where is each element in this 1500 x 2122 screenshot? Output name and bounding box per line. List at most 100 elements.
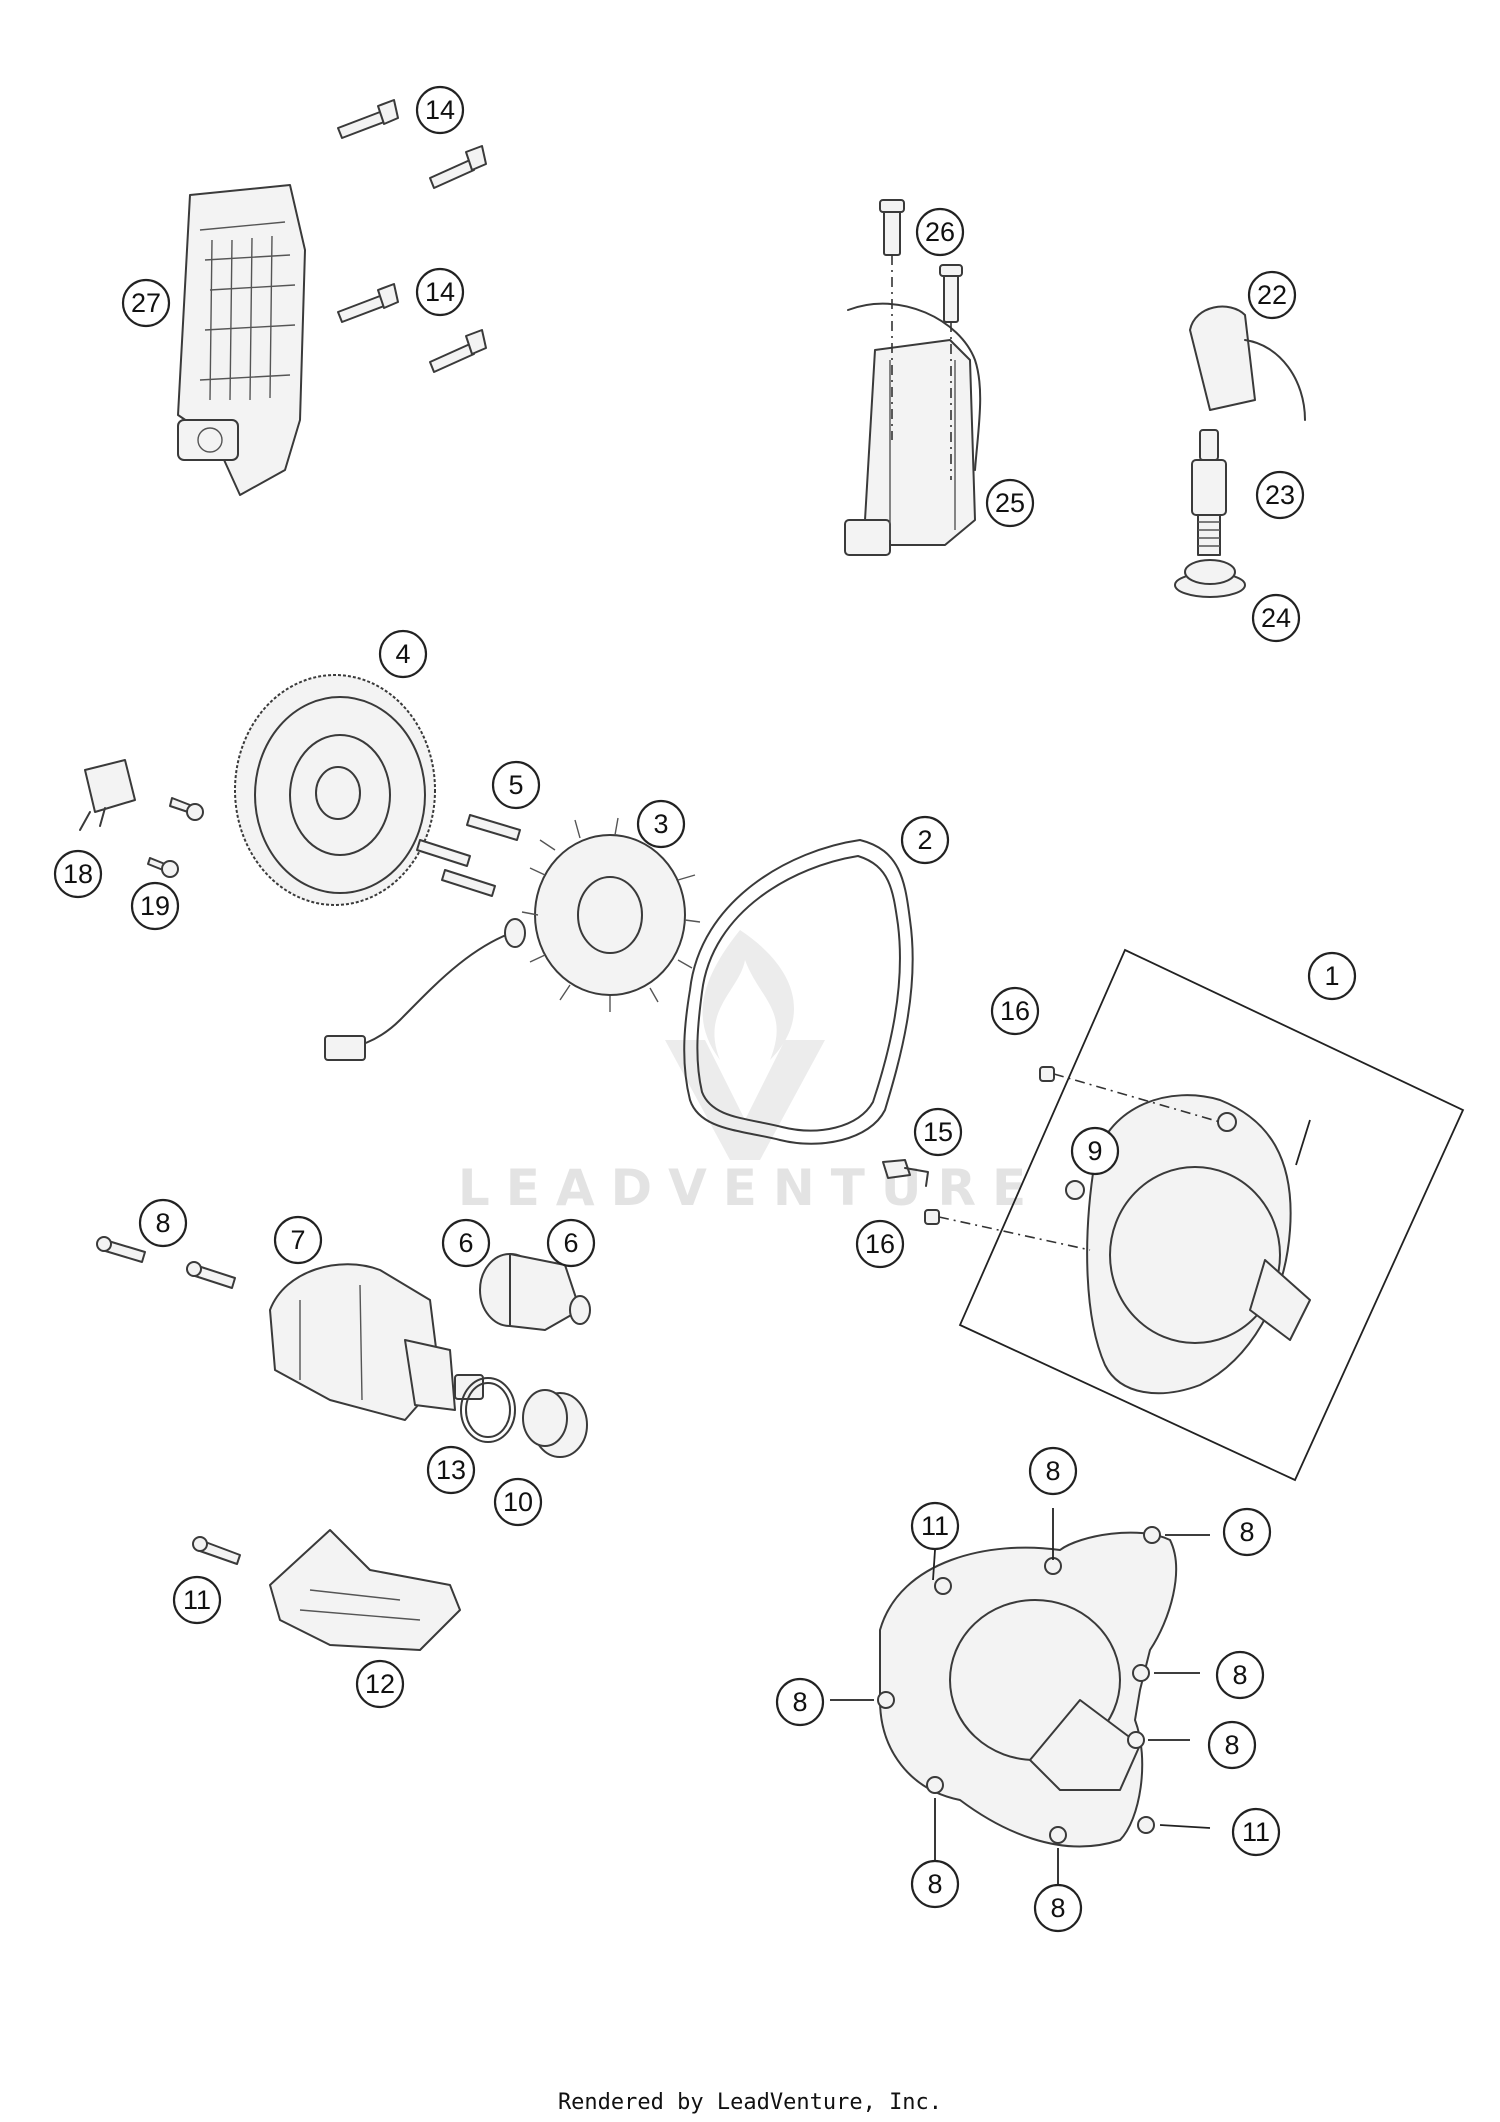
callout-8: 8 — [1222, 1507, 1272, 1557]
part-5-stator-bolts — [416, 814, 521, 897]
callout-9: 9 — [1070, 1126, 1120, 1176]
part-11-bolt — [192, 1536, 241, 1565]
svg-text:1: 1 — [1324, 961, 1339, 991]
part-9-plug — [1065, 1180, 1085, 1200]
svg-text:5: 5 — [508, 770, 523, 800]
svg-text:23: 23 — [1265, 480, 1295, 510]
callout-8: 8 — [1215, 1650, 1265, 1700]
bolt — [429, 329, 487, 373]
part-2-gasket — [683, 839, 914, 1145]
callout-8: 8 — [1207, 1720, 1257, 1770]
part-7-starter-motor — [269, 1263, 484, 1421]
engine-cover — [877, 1526, 1178, 1848]
callout-10: 10 — [493, 1477, 543, 1527]
svg-text:11: 11 — [1242, 1817, 1270, 1847]
part-3-stator — [324, 817, 701, 1061]
callout-8: 8 — [1028, 1446, 1078, 1496]
part-15-clip — [882, 1159, 929, 1187]
part-1-cover-assembly — [958, 948, 1465, 1482]
callout-18: 18 — [53, 849, 103, 899]
callout-11: 11 — [910, 1501, 960, 1551]
watermark-v-logo — [665, 1040, 825, 1160]
svg-text:8: 8 — [1232, 1660, 1247, 1690]
callout-24: 24 — [1251, 593, 1301, 643]
part-12-guard — [269, 1529, 461, 1651]
callout-19: 19 — [130, 881, 180, 931]
callout-26: 26 — [915, 207, 965, 257]
callout-14: 14 — [415, 267, 465, 317]
svg-text:26: 26 — [925, 217, 955, 247]
svg-text:14: 14 — [425, 95, 455, 125]
svg-text:18: 18 — [63, 859, 93, 889]
svg-text:2: 2 — [917, 825, 932, 855]
bolt — [337, 283, 399, 323]
part-6-starter-drive — [479, 1253, 591, 1331]
callout-14: 14 — [415, 85, 465, 135]
callout-22: 22 — [1247, 270, 1297, 320]
callout-23: 23 — [1255, 470, 1305, 520]
svg-text:8: 8 — [155, 1208, 170, 1238]
callout-27: 27 — [121, 278, 171, 328]
svg-text:13: 13 — [436, 1455, 466, 1485]
callout-13: 13 — [426, 1445, 476, 1495]
svg-text:7: 7 — [290, 1225, 305, 1255]
svg-text:3: 3 — [653, 809, 668, 839]
svg-text:8: 8 — [1239, 1517, 1254, 1547]
svg-text:8: 8 — [1050, 1893, 1065, 1923]
part-25-ignition-coil — [844, 302, 982, 556]
callout-11: 11 — [172, 1575, 222, 1625]
svg-text:16: 16 — [865, 1229, 895, 1259]
svg-text:10: 10 — [503, 1487, 533, 1517]
callout-4: 4 — [378, 629, 428, 679]
part-13-o-ring — [460, 1377, 516, 1443]
part-16-screws — [924, 1066, 1221, 1251]
footer-credit: Rendered by LeadVenture, Inc. — [557, 2090, 943, 2115]
callout-5: 5 — [491, 760, 541, 810]
callout-6: 6 — [441, 1218, 491, 1268]
svg-text:24: 24 — [1261, 603, 1291, 633]
callout-8: 8 — [1033, 1883, 1083, 1933]
callouts: 14 14 27 26 25 22 23 24 4 5 3 2 18 19 1 … — [53, 85, 1357, 1933]
svg-text:25: 25 — [995, 488, 1025, 518]
svg-text:22: 22 — [1257, 280, 1287, 310]
callout-8: 8 — [138, 1198, 188, 1248]
svg-text:8: 8 — [1045, 1456, 1060, 1486]
svg-text:15: 15 — [923, 1117, 953, 1147]
callout-16: 16 — [990, 986, 1040, 1036]
callout-1: 1 — [1307, 951, 1357, 1001]
callout-6: 6 — [546, 1218, 596, 1268]
bolt — [429, 145, 487, 189]
svg-text:27: 27 — [131, 288, 161, 318]
leader-lines — [830, 1119, 1311, 1885]
part-24-seal-washer — [1174, 559, 1246, 598]
watermark-flame-logo — [702, 930, 794, 1060]
svg-text:19: 19 — [140, 891, 170, 921]
part-26-coil-bolts — [879, 199, 963, 480]
callout-12: 12 — [355, 1659, 405, 1709]
part-23-spark-plug — [1191, 429, 1227, 556]
svg-text:6: 6 — [563, 1228, 578, 1258]
part-19-bolts — [147, 797, 204, 878]
callout-8: 8 — [910, 1859, 960, 1909]
svg-text:11: 11 — [183, 1585, 211, 1615]
part-4-flywheel — [234, 674, 436, 906]
callout-25: 25 — [985, 478, 1035, 528]
svg-text:8: 8 — [927, 1869, 942, 1899]
callout-2: 2 — [900, 815, 950, 865]
callout-8: 8 — [775, 1677, 825, 1727]
watermark: LEADVENTURE — [458, 930, 1026, 1217]
part-8-bolts — [96, 1236, 236, 1289]
part-14-bolts — [337, 99, 487, 373]
callout-7: 7 — [273, 1215, 323, 1265]
part-10-bushing — [522, 1389, 588, 1458]
svg-text:8: 8 — [792, 1687, 807, 1717]
svg-text:4: 4 — [395, 639, 410, 669]
callout-11: 11 — [1231, 1807, 1281, 1857]
part-18-pickup-sensor — [79, 759, 136, 831]
svg-text:11: 11 — [921, 1511, 949, 1541]
part-22-spark-plug-cap — [1189, 305, 1306, 421]
svg-text:9: 9 — [1087, 1136, 1102, 1166]
bolt — [337, 99, 399, 139]
svg-text:6: 6 — [458, 1228, 473, 1258]
